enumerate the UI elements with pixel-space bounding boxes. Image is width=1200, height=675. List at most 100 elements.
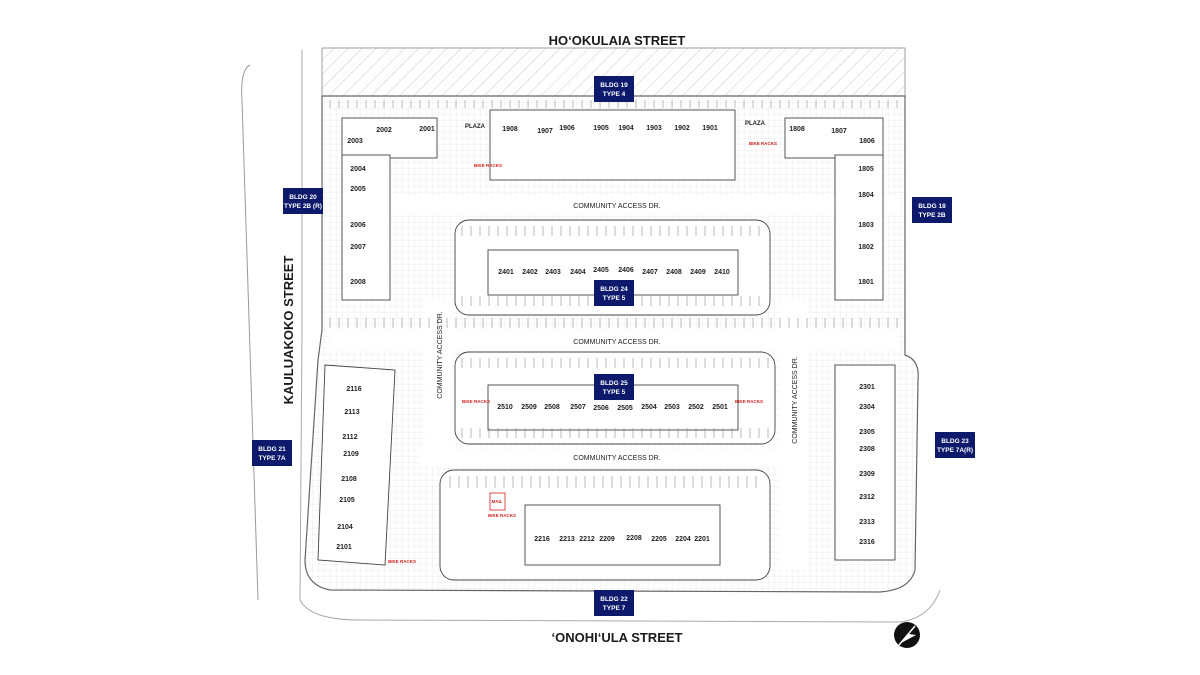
unit-number: 1808 [789,126,805,133]
unit-number: 2403 [545,269,561,276]
unit-number: 1801 [858,279,874,286]
street-label-west: KAULUAKOKO STREET [281,256,296,405]
drive-area [780,300,808,570]
unit-number: 2209 [599,536,615,543]
building-name: BLDG 19 [600,82,628,89]
unit-number: 2101 [336,544,352,551]
building-type: TYPE 7A(R) [937,447,973,454]
unit-number: 2504 [641,404,657,411]
unit-number: 2312 [859,494,875,501]
building-footprint-23 [834,364,896,561]
unit-number: 2501 [712,404,728,411]
unit-number: 2402 [522,269,538,276]
unit-number: 2409 [690,269,706,276]
building-label-box [594,590,634,616]
building-label-box [912,197,952,223]
building-name: BLDG 20 [289,194,317,201]
building-label-box [283,188,323,214]
unit-number: 2004 [350,166,366,173]
drive-area [330,330,900,350]
drive-label: COMMUNITY ACCESS DR. [573,203,660,210]
unit-number: 2005 [350,186,366,193]
unit-number: 2309 [859,471,875,478]
bike-racks-label: BIKE RACKS [735,399,763,404]
unit-number: 2502 [688,404,704,411]
unit-number: 1903 [646,125,662,132]
unit-number: 1807 [831,128,847,135]
unit-number: 2007 [350,244,366,251]
unit-number: 1907 [537,128,553,135]
north-arrow-icon [894,622,920,648]
building-footprint-18-top [784,117,884,159]
unit-number: 2503 [664,404,680,411]
unit-number: 2109 [343,451,359,458]
mail-kiosk [489,492,506,511]
mail-label: MAIL [492,499,503,504]
drive-label: COMMUNITY ACCESS DR. [573,455,660,462]
building-name: BLDG 23 [941,438,969,445]
bike-racks-label: BIKE RACKS [488,513,516,518]
building-type: TYPE 4 [603,91,626,98]
unit-number: 2108 [341,476,357,483]
unit-number: 2006 [350,222,366,229]
unit-number: 2204 [675,536,691,543]
unit-number: 1906 [559,125,575,132]
unit-number: 2508 [544,404,560,411]
unit-number: 2112 [342,434,357,441]
building-type: TYPE 2B [918,212,945,219]
unit-number: 2509 [521,404,537,411]
bike-racks-label: BIKE RACKS [388,559,416,564]
unit-number: 2410 [714,269,730,276]
unit-number: 2510 [497,404,513,411]
building-name: BLDG 21 [258,446,286,453]
building-footprint-20-top [341,117,438,159]
unit-number: 2316 [859,539,875,546]
unit-number: 2104 [337,524,353,531]
unit-number: 2201 [694,536,710,543]
building-name: BLDG 24 [600,286,628,293]
unit-number: 2313 [859,519,875,526]
unit-number: 1803 [858,222,874,229]
unit-number: 2305 [859,429,875,436]
unit-number: 1901 [702,125,718,132]
building-label-b25: BLDG 25 TYPE 5 [594,374,634,400]
building-label-b24: BLDG 24 TYPE 5 [594,280,634,306]
unit-number: 2008 [350,279,366,286]
street-label-south: ‘ONOHI‘ULA STREET [552,630,683,645]
drive-label: COMMUNITY ACCESS DR. [573,339,660,346]
unit-number: 2406 [618,267,634,274]
building-name: BLDG 25 [600,380,628,387]
drive-area [340,196,900,214]
unit-number: 1905 [593,125,609,132]
unit-number: 2407 [642,269,658,276]
unit-number: 2212 [579,536,595,543]
building-type: TYPE 5 [603,389,626,396]
unit-number: 2301 [859,384,875,391]
plaza-label: PLAZA [745,121,766,127]
unit-number: 2205 [651,536,667,543]
building-footprint-22 [524,504,721,566]
drive-label: COMMUNITY ACCESS DR. [437,311,444,398]
bike-racks-label: BIKE RACKS [749,141,777,146]
unit-number: 2113 [344,409,359,416]
unit-number: 2003 [347,138,363,145]
building-footprint-21 [317,364,396,566]
unit-number: 2116 [346,386,361,393]
unit-number: 2213 [559,536,575,543]
building-type: TYPE 7 [603,605,626,612]
building-label-b19: BLDG 19 TYPE 4 [594,76,634,102]
building-label-box [594,280,634,306]
building-type: TYPE 5 [603,295,626,302]
unit-number: 1908 [502,126,518,133]
drive-area [420,450,800,466]
unit-number: 1802 [858,244,874,251]
unit-number: 2507 [570,404,586,411]
unit-number: 2304 [859,404,875,411]
building-label-box [594,374,634,400]
bike-racks-label: BIKE RACKS [474,163,502,168]
building-name: BLDG 22 [600,596,628,603]
